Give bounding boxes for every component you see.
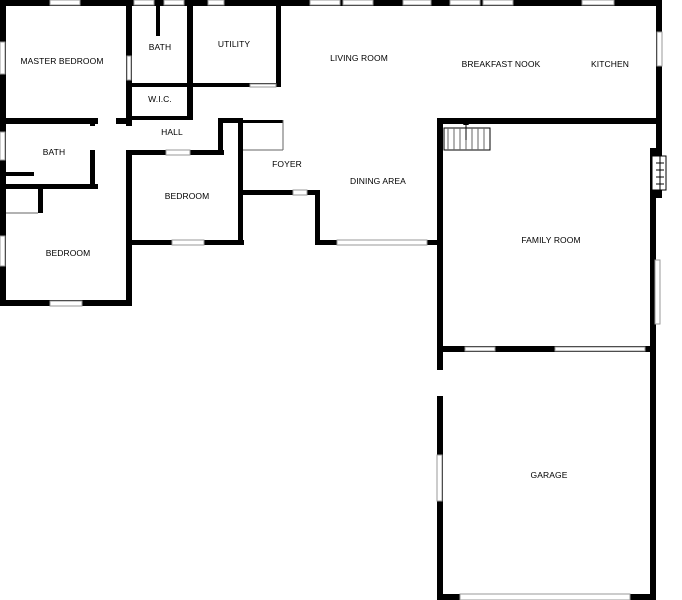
wall-utility-right <box>276 0 281 85</box>
label-family-room: FAMILY ROOM <box>521 235 580 245</box>
window-bottom-dining <box>336 239 428 246</box>
label-foyer: FOYER <box>272 159 302 169</box>
garage-door <box>459 593 631 600</box>
wall-bath-top-right <box>187 6 193 118</box>
wall-hall-stub <box>218 118 223 155</box>
wall-left-wing-right <box>126 240 132 306</box>
wall-bath-stub <box>156 6 160 36</box>
foyer-closet <box>6 120 284 214</box>
wall-closet-right <box>38 189 43 213</box>
label-bath-left: BATH <box>43 147 65 157</box>
windows <box>0 0 663 600</box>
wall-left-bedroom-divider <box>126 155 132 245</box>
window-top-kitchen <box>581 0 615 6</box>
window-bottom-bedroom-mid <box>171 239 205 246</box>
wall-right-lower <box>650 198 656 600</box>
wall-utility-bottom <box>193 83 281 87</box>
window-top-living-1 <box>309 0 341 6</box>
wall-closet-top <box>6 172 34 176</box>
wall-bath-left-right <box>90 118 95 126</box>
wall-master-bottom-right <box>116 118 132 124</box>
label-master-bedroom: MASTER BEDROOM <box>20 56 103 66</box>
wall-family-room-top <box>437 118 656 124</box>
wall-dining-left <box>315 190 320 245</box>
window-family-right <box>654 259 661 325</box>
label-garage: GARAGE <box>531 470 568 480</box>
label-hall: HALL <box>161 127 183 137</box>
window-top-utility <box>207 0 225 6</box>
wall-bath-left-bottom <box>0 184 98 189</box>
window-top-opening <box>402 0 432 6</box>
window-bottom-bedroom-left <box>49 300 83 307</box>
window-family-bottom-2 <box>554 346 646 352</box>
label-utility: UTILITY <box>218 39 251 49</box>
wall-garage-left-upper <box>437 120 443 370</box>
window-top-nook-2 <box>482 0 514 6</box>
wall-family-garage <box>437 346 656 352</box>
wall-master-bottom <box>0 118 98 124</box>
wall-foyer-bottom <box>243 190 319 195</box>
wall-bath-wic-divider <box>132 83 187 87</box>
opening-master-bath <box>126 55 132 81</box>
label-kitchen: KITCHEN <box>591 59 629 69</box>
window-garage-left <box>436 454 443 502</box>
wall-bath-left-vert <box>90 150 95 189</box>
label-bedroom-middle: BEDROOM <box>165 191 210 201</box>
wall-hall-top-right <box>218 118 243 123</box>
stairs-up-arrow-icon <box>443 120 491 151</box>
window-left-bedroom <box>0 235 6 267</box>
label-living-room: LIVING ROOM <box>330 53 388 63</box>
opening-hall <box>165 149 191 156</box>
window-left-master <box>0 41 6 75</box>
label-dining-area: DINING AREA <box>350 176 406 186</box>
window-top-bath <box>133 0 155 6</box>
wall-wic-bottom <box>126 116 193 120</box>
window-foyer <box>292 189 308 196</box>
fireplace-icon <box>650 148 667 198</box>
label-bedroom-left: BEDROOM <box>46 248 91 258</box>
wall-bedroom-right <box>238 120 243 245</box>
label-breakfast-nook: BREAKFAST NOOK <box>462 59 541 69</box>
room-labels: MASTER BEDROOM BATH UTILITY W.I.C. LIVIN… <box>20 39 629 480</box>
window-top-living-2 <box>342 0 374 6</box>
label-wic: W.I.C. <box>148 94 172 104</box>
window-family-bottom-1 <box>464 346 496 352</box>
label-bath-top: BATH <box>149 42 171 52</box>
exterior-walls <box>0 0 662 600</box>
wall-right-upper <box>656 0 662 148</box>
wall-foyer-closet <box>243 120 283 123</box>
window-top-bath2 <box>163 0 185 6</box>
window-top-nook-1 <box>449 0 481 6</box>
window-utility-bottom <box>249 83 277 88</box>
window-right-kitchen <box>656 31 663 67</box>
window-top-master <box>49 0 81 6</box>
window-left-bath <box>0 131 6 161</box>
